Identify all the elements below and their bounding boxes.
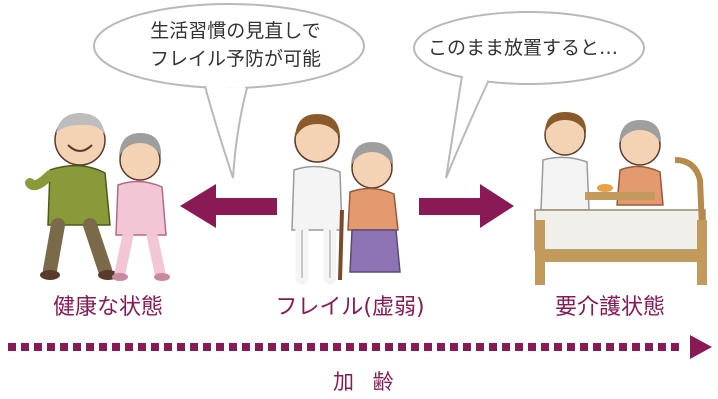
timeline-dot [242,343,250,351]
care-state-illustration [534,112,707,285]
timeline-dot [190,343,198,351]
stage-label-healthy: 健康な状態 [52,295,163,320]
stage-label-frailty: フレイル(虚弱) [275,295,425,320]
timeline-dot [606,343,614,351]
nurse-figure [540,112,590,211]
timeline-dot [164,343,172,351]
timeline-dot [320,343,328,351]
timeline-dot [359,343,367,351]
timeline-dot [554,343,562,351]
timeline-dot [86,343,94,351]
timeline-dot [580,343,588,351]
stage-label-care: 要介護状態 [554,295,665,320]
timeline-dot [151,343,159,351]
aging-timeline [8,343,688,355]
timeline-dot [450,343,458,351]
timeline-dot [125,343,133,351]
timeline-dot [658,343,666,351]
arrow-left-icon [180,184,277,228]
speech-bubble-right [413,11,645,179]
bubble-left-line2: フレイル予防が可能 [150,48,322,70]
aging-label: 加 齢 [333,370,400,394]
timeline-dot [541,343,549,351]
timeline-dot [645,343,653,351]
bed-icon [534,157,707,285]
timeline-dot [671,343,679,351]
timeline-dot [177,343,185,351]
timeline-dot [255,343,263,351]
timeline-dot [21,343,29,351]
timeline-dot [47,343,55,351]
timeline-dot [333,343,341,351]
timeline-dot [385,343,393,351]
timeline-dot [229,343,237,351]
timeline-dot [346,343,354,351]
timeline-dot [411,343,419,351]
timeline-dot [515,343,523,351]
bubble-right-text: このまま放置すると… [428,37,619,59]
timeline-dot [437,343,445,351]
timeline-dot [463,343,471,351]
timeline-arrowhead-icon [690,335,712,359]
timeline-dot [216,343,224,351]
elderly-woman-walking [112,133,170,281]
timeline-dot [99,343,107,351]
healthy-couple-illustration [25,113,170,281]
timeline-dot [307,343,315,351]
frailty-illustration [291,114,401,285]
timeline-dot [502,343,510,351]
timeline-dot [112,343,120,351]
timeline-dot [476,343,484,351]
timeline-dot [528,343,536,351]
timeline-dot [203,343,211,351]
timeline-dot [632,343,640,351]
arrow-right-icon [419,184,514,228]
timeline-dot [281,343,289,351]
timeline-dot [489,343,497,351]
caregiver-figure [291,114,343,285]
timeline-dot [34,343,42,351]
timeline-dot [398,343,406,351]
frail-elderly-woman [338,142,401,281]
timeline-dot [60,343,68,351]
timeline-dot [138,343,146,351]
elderly-man-walking [25,113,118,280]
timeline-dot [372,343,380,351]
timeline-dot [593,343,601,351]
timeline-dot [268,343,276,351]
timeline-dot [294,343,302,351]
bubble-left-text: 生活習慣の見直しで フレイル予防が可能 [150,17,321,73]
timeline-dot [567,343,575,351]
timeline-dot [73,343,81,351]
speech-bubble-left [93,3,365,179]
timeline-dot [424,343,432,351]
timeline-dot [8,343,16,351]
bubble-left-line1: 生活習慣の見直しで [150,20,321,42]
timeline-dot [619,343,627,351]
